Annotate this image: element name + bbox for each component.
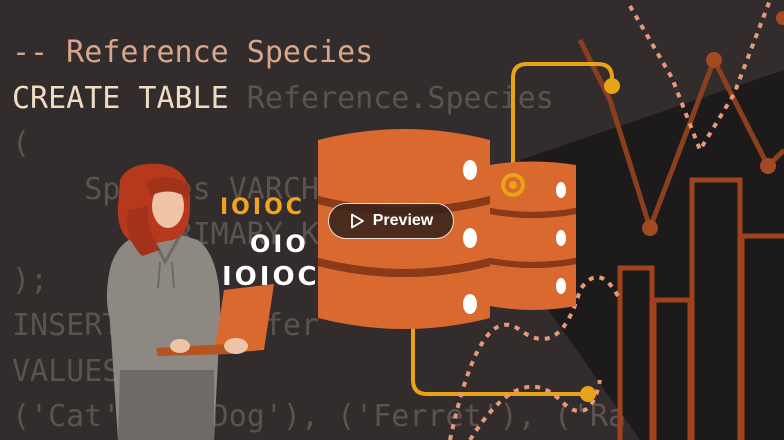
connector-lines <box>411 62 614 396</box>
preview-button-label: Preview <box>372 212 434 229</box>
binary-row-gold: IOIOC <box>220 195 305 220</box>
play-icon <box>350 213 364 229</box>
binary-row-white: OIO <box>250 230 309 258</box>
code-line-close-paren: ); <box>12 262 49 298</box>
bar-chart-outline <box>617 177 784 440</box>
dotted-wave <box>448 275 622 440</box>
code-line-open-paren: ( <box>12 126 31 161</box>
connector-node <box>501 173 525 197</box>
preview-button[interactable]: Preview <box>328 203 454 239</box>
line-point <box>776 11 784 25</box>
connector-node <box>580 386 596 402</box>
line-point <box>642 220 658 236</box>
line-point <box>760 158 776 174</box>
code-line-create-table: CREATE TABLE Reference.Species <box>12 76 753 122</box>
code-line-comment: -- Reference Species <box>12 35 374 70</box>
line-point <box>706 52 722 68</box>
line-chart <box>577 0 784 236</box>
code-table-name: Reference.Species <box>228 80 554 116</box>
connector-node <box>604 78 620 94</box>
code-keyword: CREATE TABLE <box>12 80 229 116</box>
connector-node <box>509 181 517 189</box>
code-line-values: VALUES <box>12 353 121 389</box>
binary-row-white-large: IOIOC <box>222 262 320 292</box>
person-illustration <box>106 163 274 440</box>
